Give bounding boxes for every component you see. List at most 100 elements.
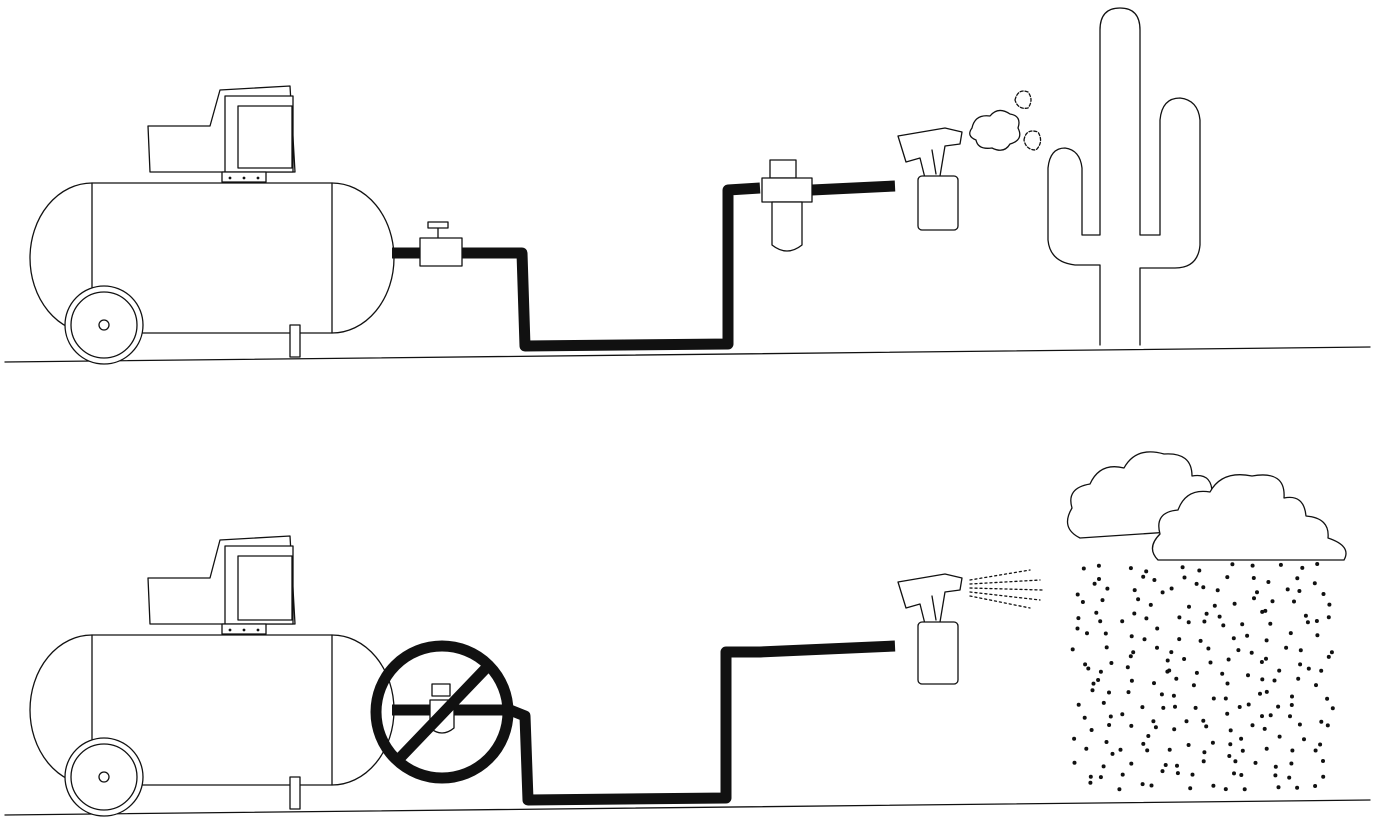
raindrop bbox=[1227, 754, 1232, 758]
raindrop bbox=[1206, 646, 1211, 651]
raindrop bbox=[1313, 748, 1318, 753]
raindrop bbox=[1296, 676, 1301, 681]
raindrop bbox=[1266, 580, 1271, 584]
raindrop bbox=[1101, 700, 1106, 705]
raindrop bbox=[1120, 712, 1125, 717]
raindrop bbox=[1233, 759, 1238, 764]
ground-line-bottom bbox=[4, 799, 1371, 816]
raindrop bbox=[1083, 662, 1088, 667]
raindrop bbox=[1076, 616, 1081, 621]
raindrop bbox=[1315, 633, 1320, 638]
raindrop bbox=[1152, 578, 1157, 582]
raindrop bbox=[1107, 723, 1112, 727]
raindrop bbox=[1232, 771, 1236, 776]
raindrop bbox=[1253, 760, 1258, 765]
raindrop bbox=[1085, 631, 1089, 636]
tank-foot bbox=[289, 776, 301, 810]
raindrop bbox=[1321, 759, 1325, 763]
raindrop bbox=[1128, 566, 1133, 571]
raindrop bbox=[1072, 736, 1077, 741]
raindrop bbox=[1277, 668, 1282, 673]
raindrop bbox=[1303, 613, 1308, 618]
raindrop bbox=[1289, 761, 1294, 766]
raindrop bbox=[1314, 683, 1318, 688]
raindrop bbox=[1212, 603, 1217, 608]
raindrop bbox=[1330, 706, 1335, 711]
raindrop bbox=[1268, 713, 1273, 718]
raindrop bbox=[1129, 761, 1134, 766]
hose-outlet bbox=[811, 180, 896, 196]
raindrop bbox=[1211, 696, 1216, 701]
raindrop bbox=[1325, 696, 1330, 701]
compressor-icon bbox=[29, 85, 395, 365]
raindrop bbox=[1208, 660, 1213, 665]
raindrop bbox=[1182, 575, 1187, 580]
raindrop bbox=[1210, 740, 1215, 745]
scene-without-filter bbox=[4, 451, 1371, 817]
raindrop bbox=[1194, 581, 1199, 586]
ground-line-top bbox=[4, 346, 1371, 363]
raindrop bbox=[1250, 723, 1255, 728]
raindrop bbox=[1273, 764, 1278, 769]
raindrop bbox=[1225, 575, 1230, 580]
raindrop bbox=[1125, 665, 1130, 670]
spray-cloud-icon bbox=[969, 90, 1042, 151]
raindrop bbox=[1163, 763, 1168, 767]
raindrop bbox=[1288, 714, 1292, 719]
raindrop bbox=[1148, 602, 1153, 607]
raindrop bbox=[1120, 619, 1125, 624]
raindrop bbox=[1264, 638, 1269, 643]
raindrop bbox=[1204, 611, 1209, 616]
raindrop bbox=[1152, 681, 1156, 686]
raindrop bbox=[1237, 705, 1242, 709]
raindrop bbox=[1231, 636, 1236, 641]
raindrop bbox=[1198, 638, 1203, 643]
raindrop bbox=[1272, 678, 1277, 683]
raindrop bbox=[1321, 774, 1326, 779]
raindrop bbox=[1132, 588, 1137, 593]
raindrop bbox=[1104, 645, 1109, 650]
raindrop bbox=[1108, 714, 1113, 719]
raindrops-icon bbox=[1070, 562, 1335, 792]
raindrop bbox=[1109, 661, 1114, 665]
raindrop bbox=[1136, 597, 1141, 602]
raindrop bbox=[1302, 737, 1306, 742]
raindrop bbox=[1325, 723, 1330, 728]
raindrop bbox=[1264, 746, 1269, 751]
raindrop bbox=[1211, 783, 1216, 788]
raindrop bbox=[1098, 775, 1103, 780]
raindrop bbox=[1240, 622, 1245, 627]
raindrop bbox=[1186, 620, 1191, 625]
raindrop bbox=[1297, 722, 1302, 727]
raindrop bbox=[1118, 747, 1123, 752]
raindrop bbox=[1144, 569, 1149, 574]
raindrop bbox=[1221, 623, 1226, 628]
raindrop bbox=[1202, 750, 1207, 755]
raindrop bbox=[1249, 650, 1254, 655]
raindrop bbox=[1103, 631, 1108, 636]
raindrop bbox=[1220, 671, 1225, 676]
raindrop bbox=[1300, 565, 1305, 570]
raindrop bbox=[1298, 662, 1303, 667]
compressor-icon bbox=[29, 535, 395, 817]
raindrop bbox=[1141, 741, 1146, 746]
raindrop bbox=[1174, 676, 1179, 681]
raindrop bbox=[1318, 742, 1323, 747]
raindrop bbox=[1172, 727, 1177, 732]
raindrop bbox=[1270, 599, 1275, 604]
wheel bbox=[64, 285, 144, 365]
raindrop bbox=[1128, 654, 1133, 659]
raindrop bbox=[1161, 705, 1166, 710]
rain-cloud-icon bbox=[1066, 451, 1347, 561]
raindrop bbox=[1298, 648, 1303, 653]
raindrop bbox=[1329, 650, 1334, 655]
raindrop bbox=[1175, 763, 1179, 768]
raindrop bbox=[1186, 743, 1191, 747]
raindrop bbox=[1202, 619, 1207, 624]
raindrop bbox=[1305, 620, 1310, 625]
raindrop bbox=[1259, 660, 1264, 664]
raindrop bbox=[1251, 576, 1256, 580]
raindrop bbox=[1315, 562, 1320, 566]
raindrop bbox=[1197, 568, 1202, 573]
raindrop bbox=[1092, 581, 1097, 586]
